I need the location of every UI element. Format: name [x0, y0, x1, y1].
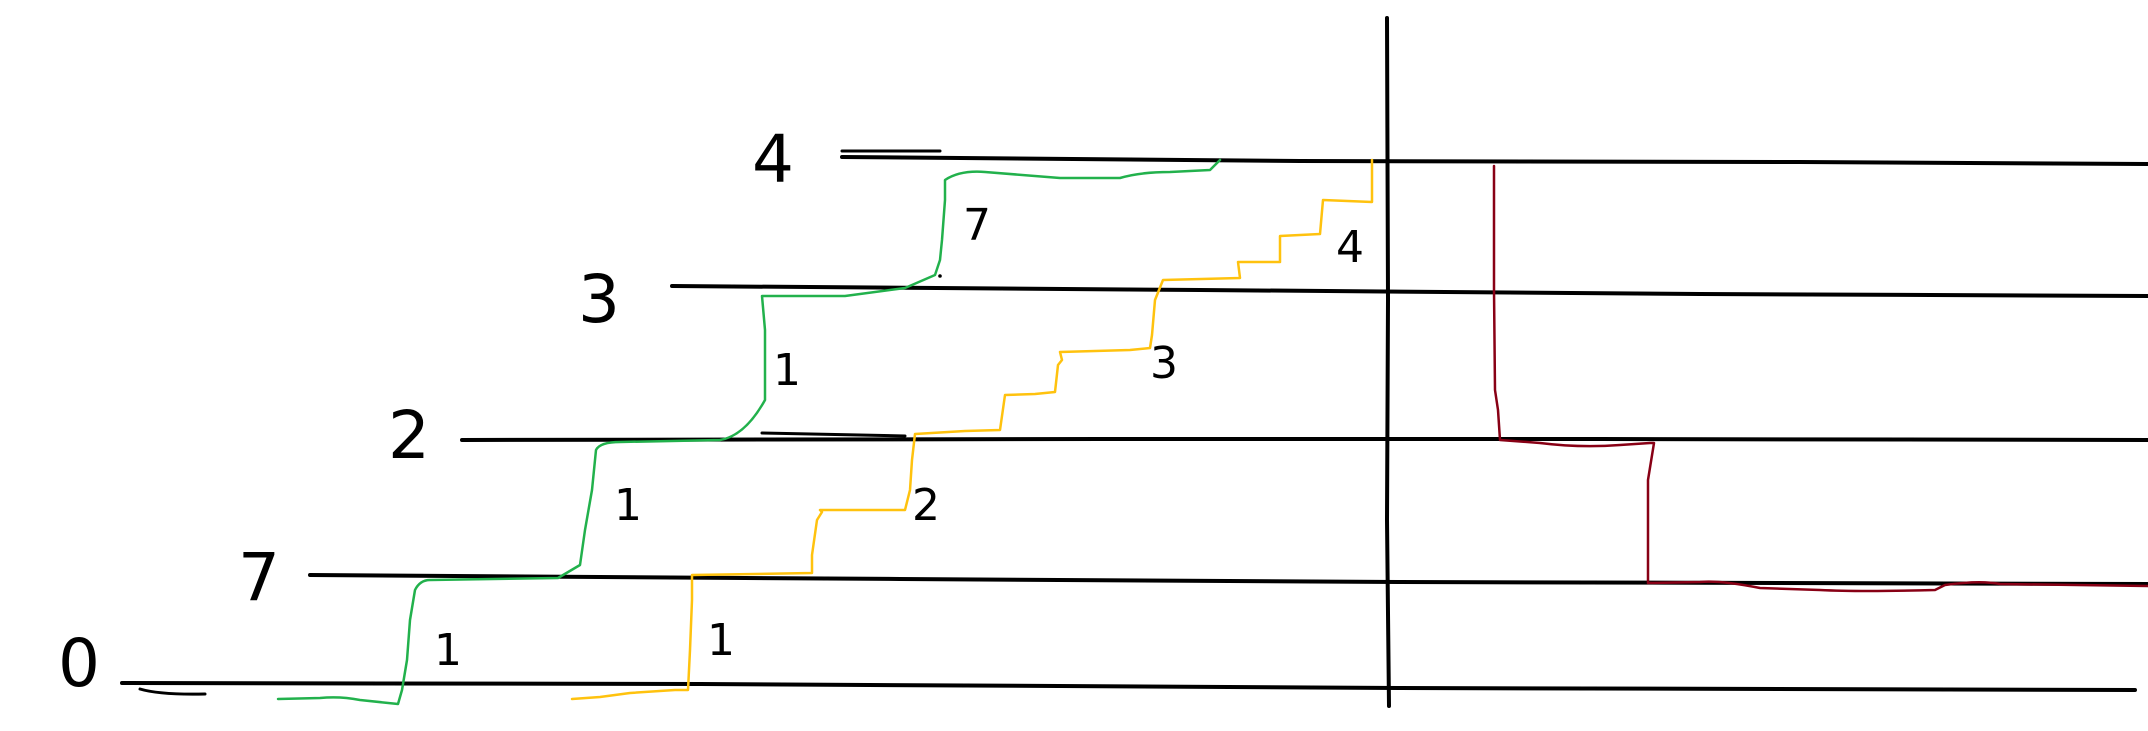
level-line-0-dash — [138, 687, 207, 696]
green-step-labels: 1 1 1 7 — [434, 200, 991, 676]
level-labels: 0 7 2 3 4 — [58, 121, 794, 702]
green-step-label-3: 1 — [773, 345, 801, 396]
level-line-0 — [120, 681, 2137, 692]
level-line-2-dash — [760, 431, 907, 438]
yellow-step-label-2: 2 — [912, 480, 940, 531]
green-step-label-2: 1 — [614, 480, 642, 531]
yellow-step-label-4: 4 — [1336, 222, 1364, 273]
level-label-3: 3 — [578, 261, 620, 338]
level-line-4 — [840, 155, 2148, 166]
stray-dot — [938, 274, 942, 278]
level-line-2 — [460, 437, 2148, 442]
level-lines — [120, 149, 2148, 696]
yellow-step-label-1: 1 — [707, 615, 735, 666]
yellow-step-labels: 1 2 3 4 — [707, 222, 1364, 666]
yellow-staircase — [570, 158, 1374, 701]
green-step-label-1: 1 — [434, 625, 462, 676]
level-line-3 — [670, 284, 2148, 298]
green-staircase — [276, 158, 1222, 706]
level-label-1: 7 — [238, 539, 280, 616]
green-step-label-4: 7 — [963, 200, 991, 251]
level-label-0: 0 — [58, 625, 100, 702]
yellow-step-label-3: 3 — [1150, 338, 1178, 389]
red-staircase — [1492, 164, 2148, 593]
level-line-1 — [308, 573, 2148, 586]
level-label-4: 4 — [752, 121, 794, 198]
vertical-axis — [1385, 16, 1391, 708]
level-label-2: 2 — [388, 397, 430, 474]
